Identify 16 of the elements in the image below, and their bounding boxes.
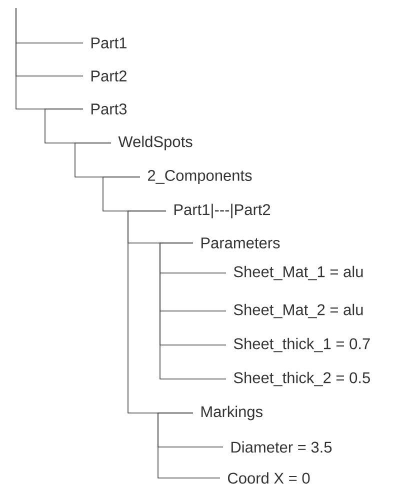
tree-connector	[158, 412, 220, 478]
tree-item: Part1|---|Part2	[174, 204, 270, 218]
tree-connector	[160, 242, 226, 380]
tree-item: Part3	[91, 104, 127, 114]
tree-item: 2_Components	[148, 170, 252, 184]
tree-item: Part2	[91, 70, 126, 82]
tree-item: WeldSpots	[118, 136, 192, 150]
tree-item: Markings	[201, 406, 262, 420]
tree-item: Diameter = 3.5	[231, 441, 332, 453]
tree-item: Part1	[91, 38, 126, 48]
tree-item: Sheet_thick_2 = 0.5	[234, 372, 370, 386]
tree-item: Sheet_Mat_1 = alu	[234, 266, 363, 280]
tree-item: Sheet_Mat_2 = alu	[234, 304, 363, 318]
tree-item: Parameters	[201, 238, 280, 248]
tree-item: Coord X = 0	[228, 472, 310, 484]
tree-item: Sheet_thick_1 = 0.7	[234, 338, 370, 352]
